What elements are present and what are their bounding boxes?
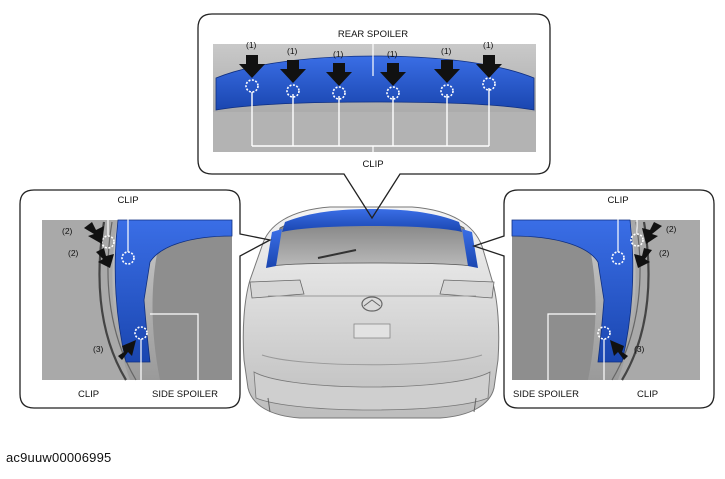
arrow-right-icon xyxy=(84,222,104,244)
arrow-down-icon xyxy=(380,63,406,86)
arrow-right-icon xyxy=(96,248,114,268)
clip-marker xyxy=(332,86,346,100)
clip-marker xyxy=(597,326,611,340)
arrow-down-icon xyxy=(239,55,265,78)
clip-marker xyxy=(482,77,496,91)
fastener-label-1: (1) xyxy=(441,46,452,56)
fastener-label-3: (3) xyxy=(634,344,645,354)
arrow-down-icon xyxy=(280,60,306,83)
fastener-label-1: (1) xyxy=(483,40,494,50)
clip-label: CLIP xyxy=(117,195,138,206)
fastener-label-3: (3) xyxy=(93,344,104,354)
fastener-label-2: (2) xyxy=(659,248,670,258)
right-side-spoiler-callout: (2) (2) (3) CLIP CLIP SIDE SPOILER xyxy=(471,189,715,409)
fastener-label-2: (2) xyxy=(666,224,677,234)
clip-marker xyxy=(245,79,259,93)
clip-marker xyxy=(121,251,135,265)
clip-label: CLIP xyxy=(607,195,628,206)
fastener-label-1: (1) xyxy=(246,40,257,50)
clip-label: CLIP xyxy=(362,159,383,170)
rear-spoiler-label: REAR SPOILER xyxy=(338,29,408,40)
car-rear-view xyxy=(242,206,500,419)
clip-marker xyxy=(440,84,454,98)
clip-marker xyxy=(630,233,644,247)
left-side-spoiler-callout: (2) (2) (3) CLIP CLIP SIDE SPOILER xyxy=(19,189,272,409)
arrow-down-icon xyxy=(476,55,502,78)
fastener-label-1: (1) xyxy=(287,46,298,56)
arrow-up-left-icon xyxy=(610,340,628,360)
arrow-left-icon xyxy=(634,248,652,268)
figure-code: ac9uuw00006995 xyxy=(6,450,112,465)
fastener-label-2: (2) xyxy=(62,226,73,236)
fastener-label-2: (2) xyxy=(68,248,79,258)
arrow-down-icon xyxy=(434,60,460,83)
clip-marker xyxy=(386,86,400,100)
side-spoiler-label: SIDE SPOILER xyxy=(513,389,579,400)
arrow-left-icon xyxy=(642,222,662,244)
rear-spoiler-callout: (1) (1) (1) (1) (1) (1) REAR SPOILER CLI… xyxy=(197,13,551,220)
clip-marker xyxy=(286,84,300,98)
arrow-up-right-icon xyxy=(118,340,136,360)
side-spoiler-label: SIDE SPOILER xyxy=(152,389,218,400)
arrow-down-icon xyxy=(326,63,352,86)
clip-marker xyxy=(134,326,148,340)
fastener-label-1: (1) xyxy=(333,49,344,59)
fastener-label-1: (1) xyxy=(387,49,398,59)
clip-label: CLIP xyxy=(78,389,99,400)
clip-marker xyxy=(611,251,625,265)
clip-label: CLIP xyxy=(637,389,658,400)
